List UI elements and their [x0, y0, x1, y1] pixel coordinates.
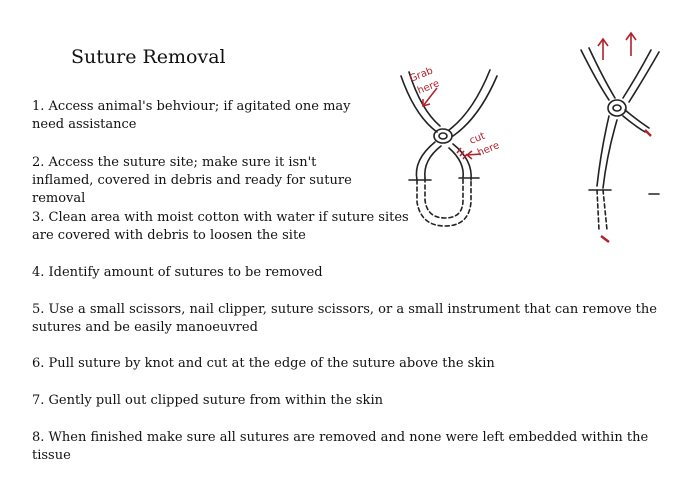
step-6: 6. Pull suture by knot and cut at the ed…	[32, 356, 495, 371]
step-2: 2. Access the suture site; make sure it …	[32, 155, 352, 206]
cut-mark	[456, 147, 482, 160]
step-4: 4. Identify amount of sutures to be remo…	[32, 265, 323, 280]
suture-loop-drawing	[400, 69, 498, 227]
step-3: 3. Clean area with moist cotton with wat…	[32, 210, 409, 243]
page-title: Suture Removal	[71, 46, 226, 68]
suture-pulled-drawing	[580, 47, 660, 231]
step-7: 7. Gently pull out clipped suture from w…	[32, 393, 383, 408]
step-1: 1. Access animal's behviour; if agitated…	[32, 99, 351, 132]
grab-arrow	[422, 87, 438, 107]
step-5: 5. Use a small scissors, nail clipper, s…	[32, 302, 657, 335]
step-8: 8. When finished make sure all sutures a…	[32, 430, 649, 463]
pull-arrows	[597, 31, 652, 243]
suture-diagram: Grab here cut here	[400, 31, 660, 243]
